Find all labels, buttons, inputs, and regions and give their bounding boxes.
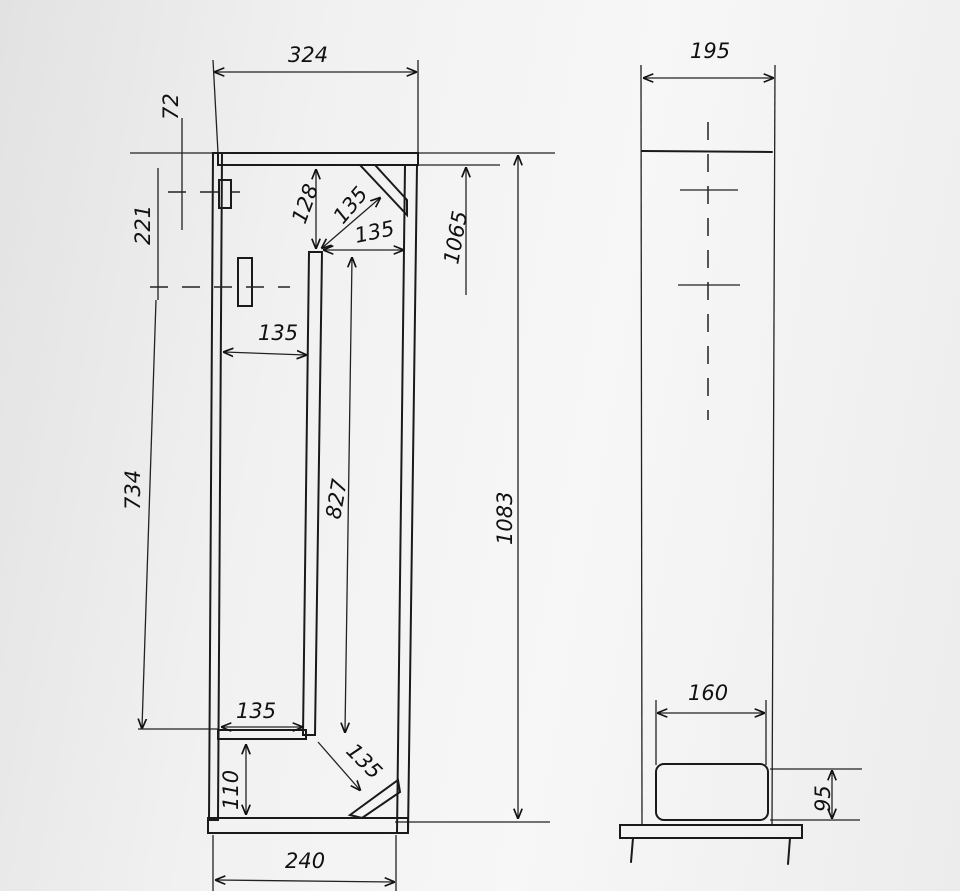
shelf-panel [217, 729, 307, 740]
front-view: 195 160 95 [619, 39, 862, 865]
tweeter-icon [218, 179, 232, 209]
front-top-edge [641, 150, 773, 153]
dim-top-chamber-height: 128 [287, 181, 323, 227]
dim-line-135-diag [322, 198, 380, 248]
dim-overall-width: 324 [288, 43, 328, 67]
front-left-edge [640, 64, 643, 826]
base-plinth [619, 824, 803, 839]
spike-foot-right [787, 837, 791, 865]
spike-foot-left [630, 837, 634, 863]
dim-channel-width-left: 135 [258, 321, 298, 345]
dim-lower-span: 734 [121, 470, 145, 510]
inner-partition [301, 251, 324, 736]
dim-top-channel-width: 135 [352, 216, 396, 248]
dim-front-width: 195 [690, 39, 730, 63]
front-panel [207, 152, 224, 821]
top-diagonal-brace [357, 164, 408, 218]
dim-line-240 [216, 880, 394, 882]
bottom-panel [207, 817, 409, 834]
dim-port-spacing: 221 [131, 205, 155, 245]
back-panel [395, 164, 419, 834]
woofer-icon [237, 257, 253, 307]
top-panel [217, 152, 419, 166]
dim-line-827 [345, 258, 352, 732]
extension-line [212, 59, 219, 154]
bass-port-opening [655, 763, 769, 821]
dim-port-height: 95 [811, 785, 835, 812]
dim-base-width: 240 [285, 849, 325, 873]
side-view: 324 72 221 734 128 135 135 135 1065 827 … [121, 43, 555, 891]
dim-inner-height: 1065 [439, 209, 472, 266]
dim-bottom-channel-width: 135 [236, 699, 276, 723]
dim-bottom-opening-height: 110 [219, 770, 243, 810]
dim-port1-offset: 72 [159, 93, 183, 120]
dim-line-135-diag-bottom [317, 741, 360, 790]
dim-port-width: 160 [688, 681, 728, 705]
bottom-diagonal-brace [347, 778, 402, 820]
dim-partition-height: 827 [321, 477, 352, 521]
dim-line-135-left [224, 352, 306, 355]
front-right-edge [771, 64, 776, 826]
dim-line-734 [142, 299, 157, 728]
dim-overall-height: 1083 [493, 492, 517, 545]
